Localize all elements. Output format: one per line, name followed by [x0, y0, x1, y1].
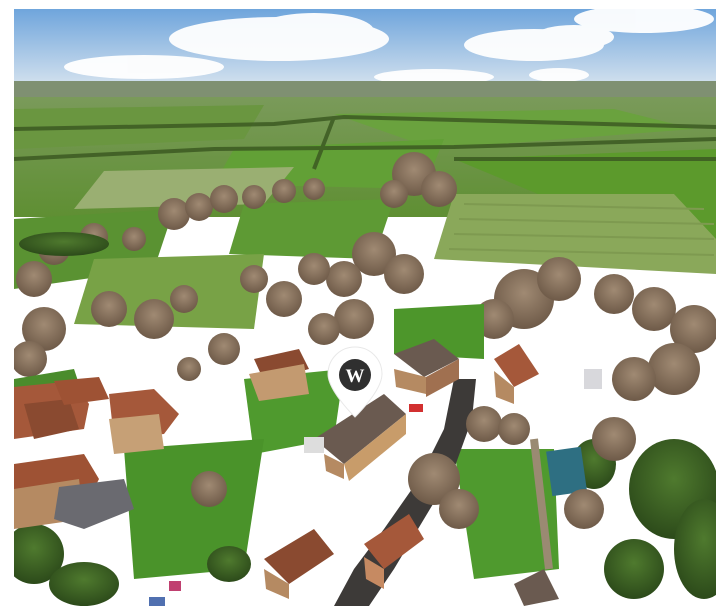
- field-stripes: [448, 203, 715, 256]
- tree-band-lower: [14, 232, 716, 401]
- house-cluster-bottom: [149, 514, 559, 606]
- featured-property: [304, 394, 406, 481]
- house-cluster-left: [14, 377, 179, 529]
- aerial-photo-canvas: W: [14, 9, 716, 606]
- lawn-lower-left: [124, 439, 264, 579]
- field-beige: [74, 167, 294, 209]
- location-marker-pin[interactable]: W: [327, 346, 383, 418]
- house-cluster-right: [394, 339, 602, 412]
- garden-path: [530, 438, 553, 570]
- horizon-haze: [14, 81, 716, 99]
- tree-band-mid: [16, 152, 457, 297]
- clouds: [64, 9, 714, 85]
- field-green-center: [229, 199, 394, 259]
- lawn-right: [454, 449, 559, 579]
- far-hedgerows: [14, 114, 716, 170]
- swimming-pool: [546, 446, 588, 497]
- tree-band-village: [177, 333, 636, 529]
- aerial-photo: W: [14, 9, 716, 606]
- house-center-row: [249, 349, 309, 401]
- marker-badge: [339, 359, 371, 391]
- marker-letter: W: [346, 366, 365, 387]
- field-right-green: [394, 304, 484, 359]
